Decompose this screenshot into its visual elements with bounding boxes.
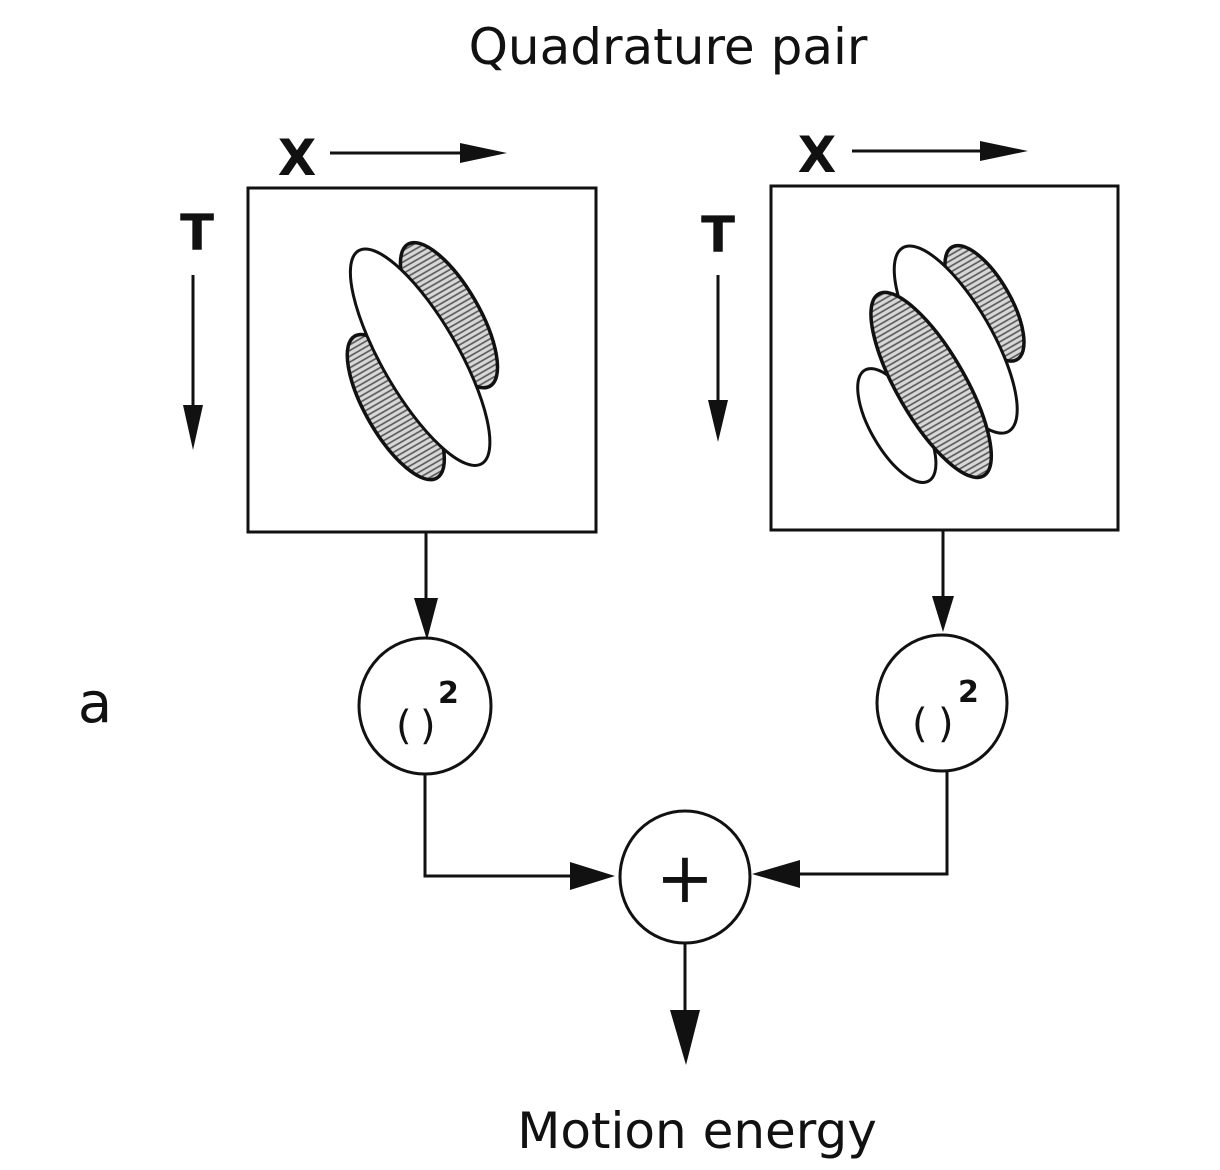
title: Quadrature pair bbox=[469, 18, 868, 76]
x-axis-label: X bbox=[278, 129, 317, 187]
lobe-dark bbox=[869, 290, 994, 480]
output-arrow-icon bbox=[670, 943, 700, 1065]
square-open-paren: ( bbox=[912, 701, 928, 747]
left-square-node: ( ) 2 bbox=[357, 636, 493, 776]
left-box-to-square-arrow-icon bbox=[414, 532, 438, 640]
square-close-paren: ) bbox=[938, 701, 954, 747]
left-to-sum-arrow-icon bbox=[423, 774, 615, 890]
t-axis-label: T bbox=[180, 204, 214, 262]
filter-lobes bbox=[856, 243, 1026, 484]
right-box-to-square-arrow-icon bbox=[932, 530, 954, 632]
output-label: Motion energy bbox=[517, 1102, 877, 1160]
right-square-node: ( ) 2 bbox=[875, 633, 1009, 773]
square-close-paren: ) bbox=[420, 703, 436, 749]
x-arrow-icon bbox=[330, 143, 507, 163]
panel-label: a bbox=[78, 671, 112, 736]
x-axis-label: X bbox=[798, 126, 837, 184]
x-arrow-icon bbox=[852, 141, 1028, 161]
square-exponent: 2 bbox=[438, 676, 459, 711]
square-exponent: 2 bbox=[958, 675, 979, 710]
t-axis-label: T bbox=[701, 206, 735, 264]
right-to-sum-arrow-icon bbox=[752, 771, 949, 888]
right-filter: X T bbox=[701, 126, 1120, 532]
left-filter: X T bbox=[180, 129, 598, 534]
lobe-light bbox=[348, 247, 492, 467]
filter-box bbox=[246, 186, 598, 534]
square-open-paren: ( bbox=[396, 703, 412, 749]
t-arrow-icon bbox=[708, 275, 728, 442]
sum-node: + bbox=[618, 809, 752, 945]
t-arrow-icon bbox=[183, 275, 203, 450]
filter-lobes bbox=[345, 240, 500, 482]
plus-icon: + bbox=[656, 837, 715, 919]
